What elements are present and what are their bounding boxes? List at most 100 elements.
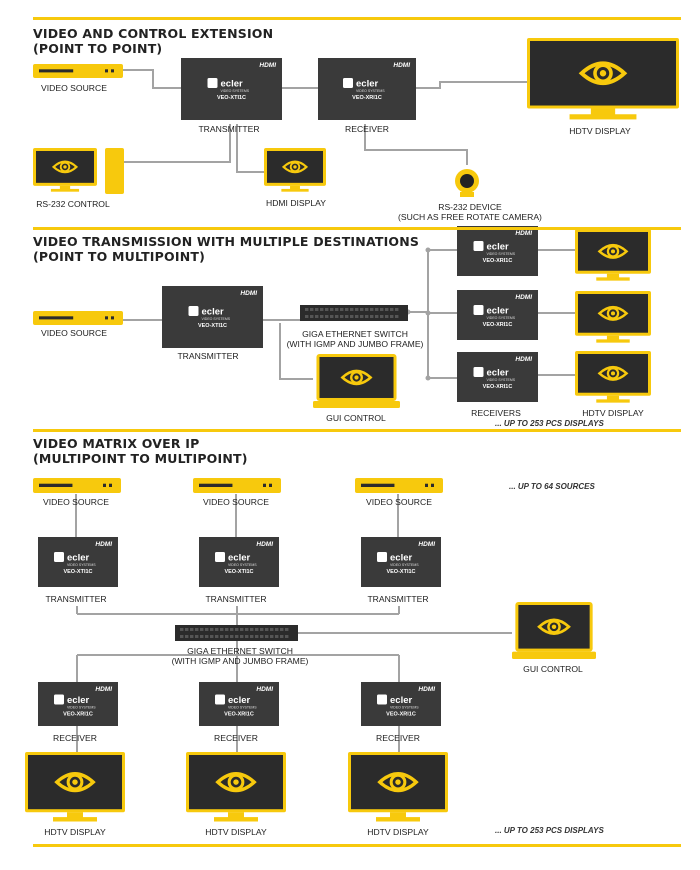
switch-port: [315, 308, 319, 311]
s1-rs232-device-line2: (SUCH AS FREE ROTATE CAMERA): [398, 212, 542, 222]
brand-name: ecler: [487, 306, 509, 317]
switch-port: [320, 315, 324, 318]
wire: [123, 69, 181, 89]
brand-sub: VIDEO SYSTEMS: [390, 705, 419, 709]
switch-port: [205, 628, 209, 631]
hdmi-logo: HDMI: [418, 686, 435, 693]
hdmi-logo: HDMI: [515, 230, 532, 237]
s1-video-source: [33, 64, 123, 78]
s2-displays-note: ... UP TO 253 PCS DISPLAYS: [495, 419, 604, 428]
brand-name: ecler: [221, 79, 243, 90]
s2-gui-control-label: GUI CONTROL: [326, 413, 386, 423]
switch-port: [185, 628, 189, 631]
s3-gui-control-label: GUI CONTROL: [523, 664, 583, 674]
brand-sub: VIDEO SYSTEMS: [202, 317, 231, 321]
wire: [416, 81, 527, 89]
switch-port: [390, 315, 394, 318]
ecler-logo-icon: [343, 78, 353, 89]
switch-port: [340, 315, 344, 318]
s2-transmitter-label: TRANSMITTER: [177, 351, 239, 361]
brand-name: ecler: [487, 368, 509, 379]
switch-port: [270, 635, 274, 638]
switch-port: [255, 628, 259, 631]
brand-sub: VIDEO SYSTEMS: [67, 705, 96, 709]
switch-port: [370, 308, 374, 311]
device-model: VEO-XRI1C: [483, 258, 513, 264]
wire: [364, 124, 468, 165]
switch-port: [330, 308, 334, 311]
s1-receiver-label: RECEIVER: [345, 124, 389, 134]
switch-port: [220, 628, 224, 631]
switch-port: [280, 635, 284, 638]
brand-sub: VIDEO SYSTEMS: [487, 252, 516, 256]
s1-hdtv-display: [527, 38, 679, 120]
switch-port: [380, 315, 384, 318]
s2-switch-label: GIGA ETHERNET SWITCH (WITH IGMP AND JUMB…: [275, 329, 435, 349]
brand-name: ecler: [487, 242, 509, 253]
switch-port: [230, 628, 234, 631]
switch-port: [180, 628, 184, 631]
brand-sub: VIDEO SYSTEMS: [67, 563, 96, 567]
s1-hdmi-display-label: HDMI DISPLAY: [265, 198, 326, 208]
section1-title: VIDEO AND CONTROL EXTENSION (POINT TO PO…: [33, 26, 273, 56]
ecler-logo-icon: [207, 78, 218, 89]
section2-title-line1: VIDEO TRANSMISSION WITH MULTIPLE DESTINA…: [33, 234, 420, 249]
eye-icon: [215, 772, 257, 793]
switch-port: [380, 308, 384, 311]
ecler-logo-icon: [473, 305, 484, 315]
switch-port: [320, 308, 324, 311]
s1-rs232-control-label: RS-232 CONTROL: [36, 199, 110, 209]
brand-name: ecler: [67, 695, 89, 706]
s1-hdtv-display-label: HDTV DISPLAY: [569, 126, 631, 136]
hdmi-logo: HDMI: [240, 290, 257, 297]
s1-rs232-control-tower: [105, 148, 124, 194]
hdmi-logo: HDMI: [515, 294, 532, 301]
device-model: VEO-XRI1C: [483, 322, 513, 328]
brand-name: ecler: [202, 307, 224, 318]
switch-port: [385, 308, 389, 311]
s3-hdtv-display-2: [186, 752, 286, 822]
ecler-logo-icon: [54, 694, 64, 705]
switch-port: [235, 635, 239, 638]
s3-transmitter-label-3: TRANSMITTER: [367, 594, 429, 604]
switch-port: [245, 628, 249, 631]
junction-dot: [425, 247, 431, 253]
switch-port: [355, 308, 359, 311]
s3-hdtv-display-1: [25, 752, 125, 822]
hdmi-logo: HDMI: [95, 686, 112, 693]
switch-port: [270, 628, 274, 631]
device-model: VEO-XRI1C: [224, 711, 254, 717]
switch-port: [210, 628, 214, 631]
switch-port: [330, 315, 334, 318]
brand-name: ecler: [67, 553, 89, 564]
eye-icon: [377, 772, 419, 793]
switch-port: [395, 315, 399, 318]
device-model: VEO-XTI1C: [63, 569, 92, 575]
switch-port: [265, 628, 269, 631]
section-divider-top: [33, 17, 681, 20]
switch-port: [250, 635, 254, 638]
ecler-logo-icon: [188, 306, 199, 317]
s3-gui-control-laptop: [512, 602, 596, 659]
switch-port: [225, 628, 229, 631]
device-model: VEO-XRI1C: [63, 711, 93, 717]
s3-video-source-label-1: VIDEO SOURCE: [43, 497, 109, 507]
s3-receiver-label-3: RECEIVER: [376, 733, 420, 743]
section3-title-line1: VIDEO MATRIX OVER IP: [33, 436, 200, 451]
s3-hdtv-display-3: [348, 752, 448, 822]
s1-rs232-device-line1: RS-232 DEVICE: [438, 202, 502, 212]
device-model: VEO-XRI1C: [483, 384, 513, 390]
brand-sub: VIDEO SYSTEMS: [228, 705, 257, 709]
s3-ethernet-switch: [175, 625, 298, 641]
device-model: VEO-XTI1C: [224, 569, 253, 575]
s1-hdmi-display: [264, 148, 326, 192]
switch-port: [315, 315, 319, 318]
s3-switch-label: GIGA ETHERNET SWITCH (WITH IGMP AND JUMB…: [160, 646, 320, 666]
ecler-logo-icon: [54, 552, 64, 562]
